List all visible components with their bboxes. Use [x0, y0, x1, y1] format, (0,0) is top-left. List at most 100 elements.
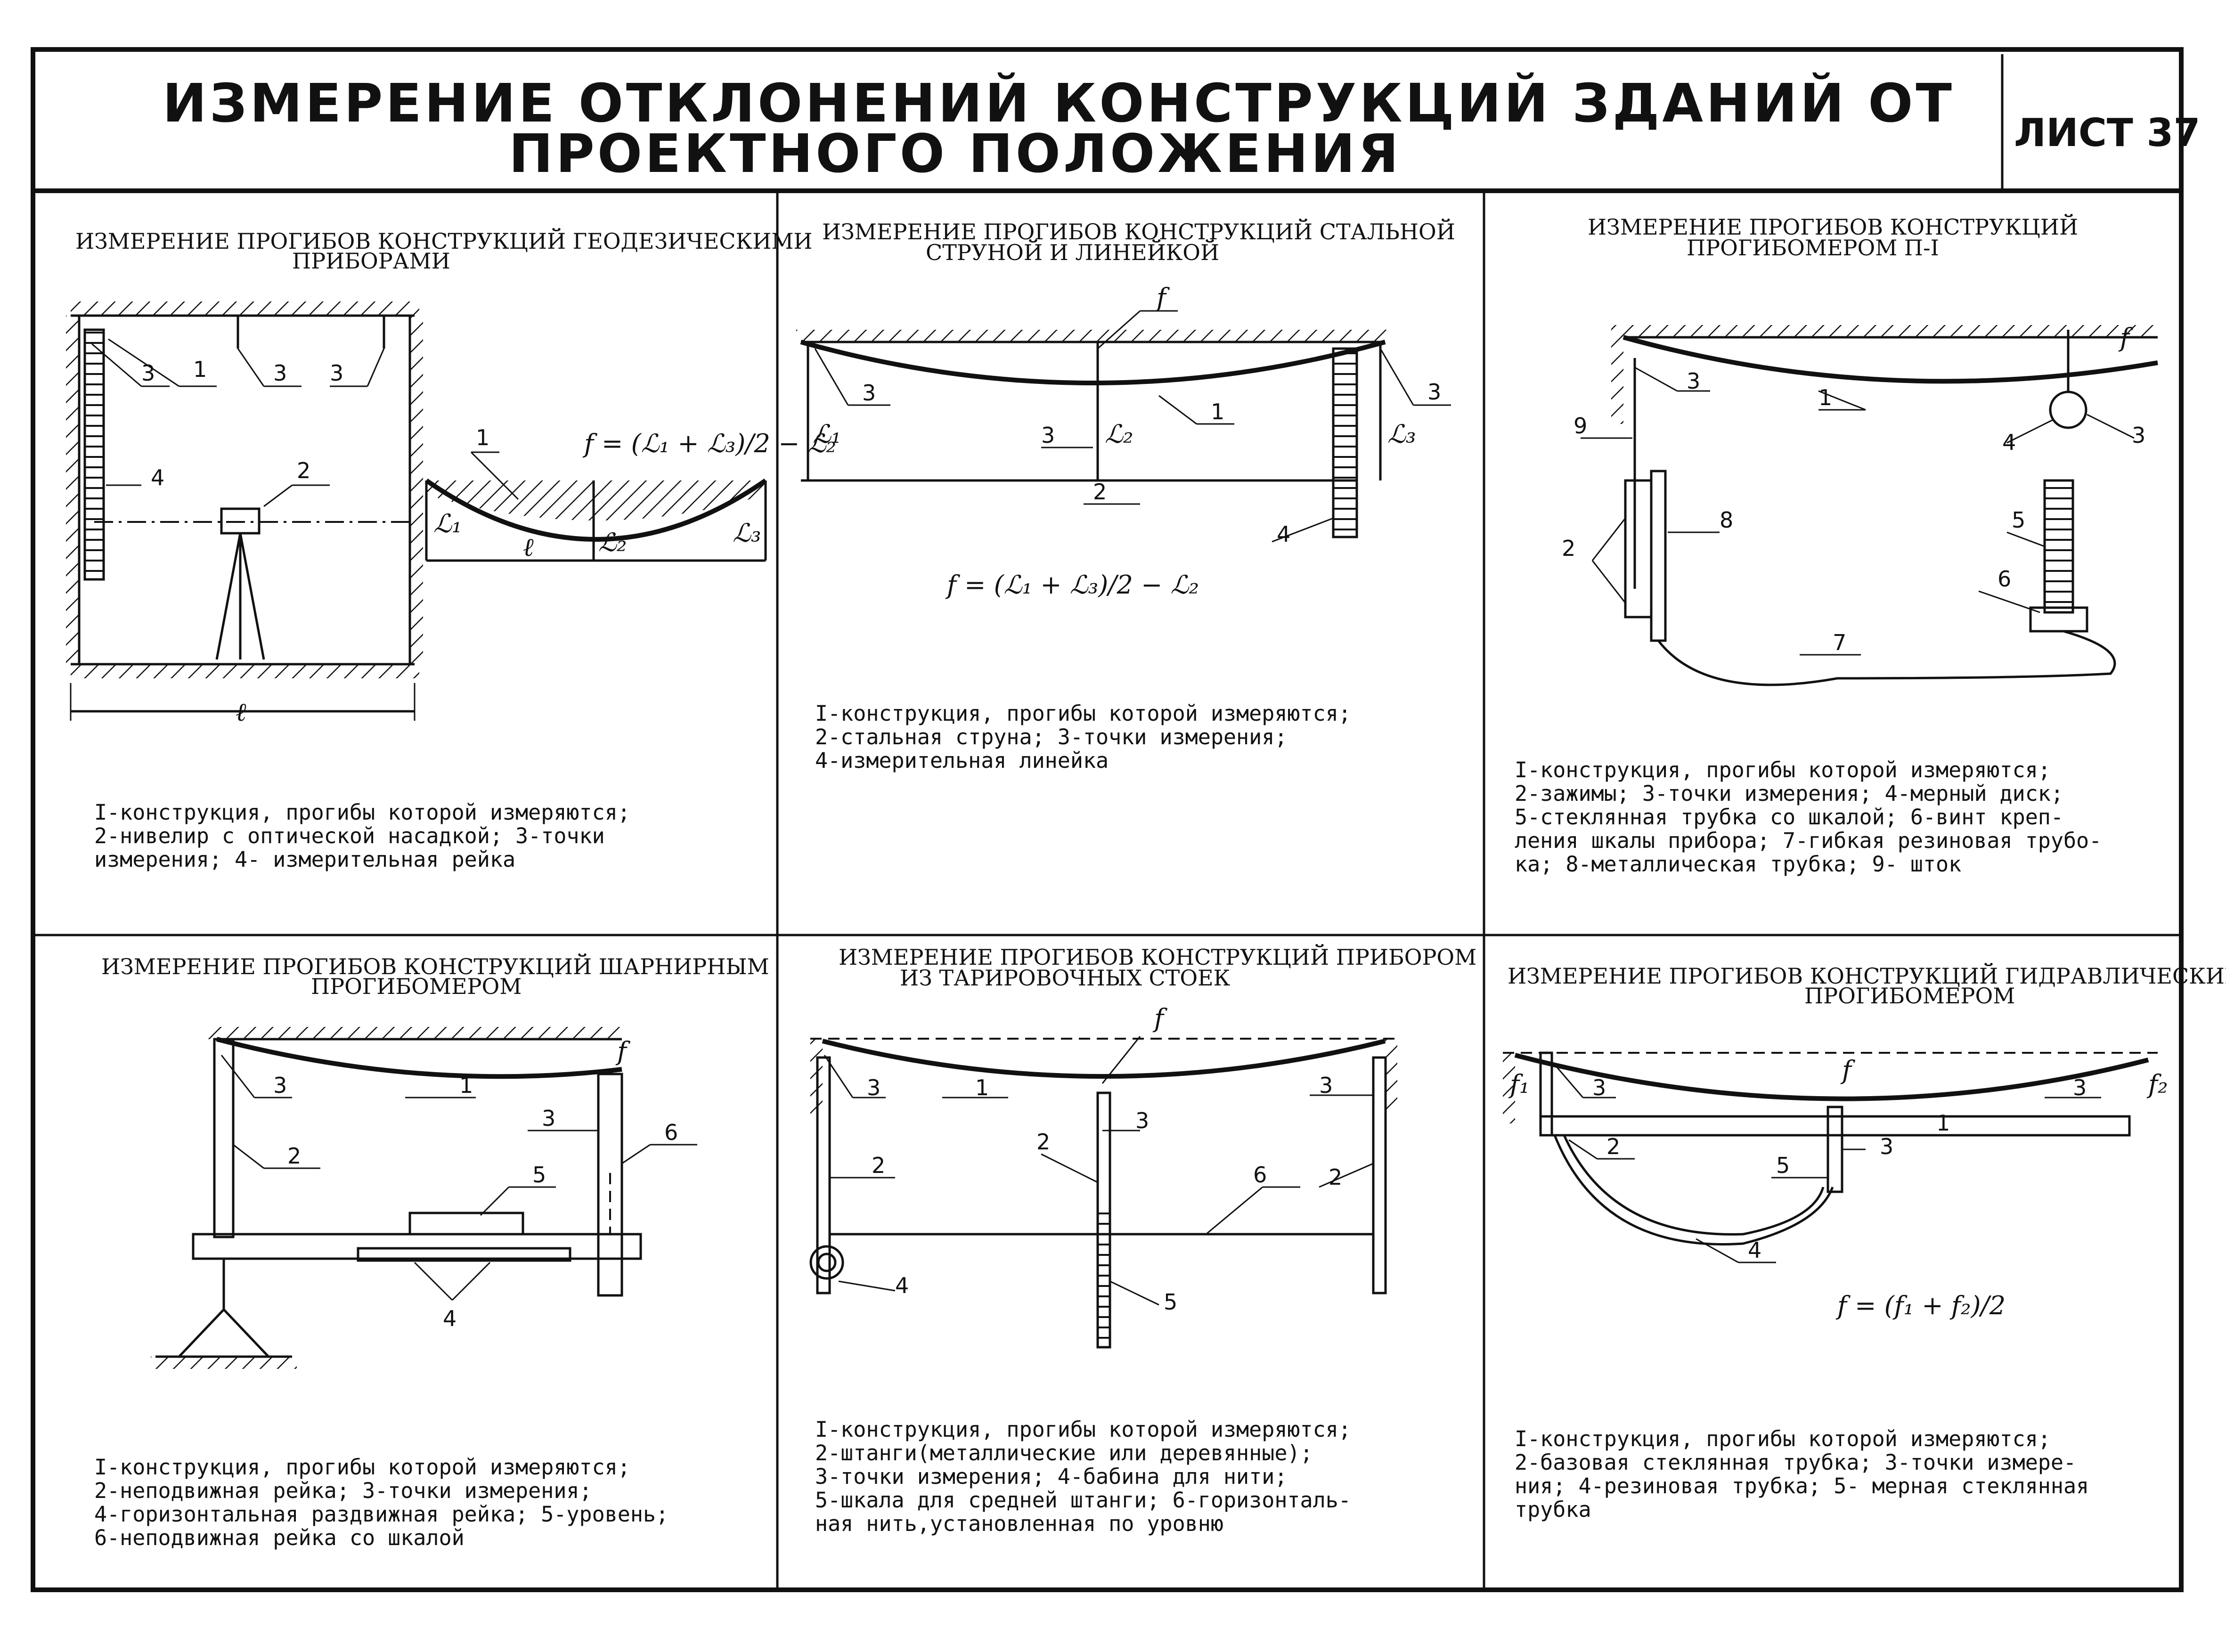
callout-5-b: 5 — [532, 1162, 546, 1188]
figure-leveling-instrument: ℓ 1 2 3 3 3 4 — [66, 301, 423, 727]
callout-7: 7 — [1833, 630, 1846, 655]
callout-3-o: 3 — [2073, 1075, 2087, 1100]
caption-panel4: I-конструкция, прогибы которой измеряютс… — [94, 1455, 669, 1550]
caption-5-line5: ная нить,установленная по уровню — [815, 1511, 1223, 1536]
caption-panel5: I-конструкция, прогибы которой измеряютс… — [815, 1417, 1351, 1536]
callout-1-e: 1 — [459, 1073, 473, 1098]
panel-steel-string: ИЗМЕРЕНИЕ ПРОГИБОВ КОНСТРУКЦИЙ СТАЛЬНОЙ … — [796, 218, 1455, 773]
callout-4-a: 4 — [151, 465, 164, 490]
caption-5-line1: I-конструкция, прогибы которой измеряютс… — [815, 1417, 1351, 1442]
caption-5-line4: 5-шкала для средней штанги; 6-горизонтал… — [815, 1488, 1351, 1513]
figure-hinged: f 3 1 3 2 5 6 4 — [151, 1027, 697, 1369]
panel-title-5b: ИЗ ТАРИРОВОЧНЫХ СТОЕК — [900, 965, 1231, 991]
caption-5-line2: 2-штанги(металлические или деревянные); — [815, 1440, 1313, 1465]
label-f-5: f — [1152, 1003, 1167, 1033]
callout-2-a: 2 — [297, 458, 310, 483]
dim-l2-b: ℒ₂ — [1105, 419, 1133, 449]
dim-l-room: ℓ — [236, 697, 246, 727]
caption-3-line1: I-конструкция, прогибы которой измеряютс… — [1515, 757, 2051, 782]
callout-6-a: 6 — [1998, 566, 2011, 592]
caption-6-line3: ния; 4-резиновая трубка; 5- мерная стекл… — [1515, 1473, 2089, 1498]
callout-5-d: 5 — [1776, 1153, 1790, 1178]
callout-3-a: 3 — [141, 360, 155, 386]
caption-4-line1: I-конструкция, прогибы которой измеряютс… — [94, 1455, 630, 1480]
callout-2-h: 2 — [1606, 1134, 1620, 1159]
caption-4-line4: 6-неподвижная рейка со шкалой — [94, 1525, 465, 1550]
caption-panel6: I-конструкция, прогибы которой измеряютс… — [1515, 1426, 2089, 1522]
panel-title-5a: ИЗМЕРЕНИЕ ПРОГИБОВ КОНСТРУКЦИЙ ПРИБОРОМ — [839, 944, 1476, 970]
formula-panel2: f = (ℒ₁ + ℒ₃)/2 − ℒ₂ — [945, 570, 1199, 600]
callout-5-a: 5 — [2012, 507, 2025, 533]
dim-l3-a: ℒ₃ — [733, 518, 761, 548]
callout-2-d: 2 — [287, 1143, 301, 1169]
dim-l-span: ℓ — [523, 532, 534, 562]
panel-calibrated-posts: ИЗМЕРЕНИЕ ПРОГИБОВ КОНСТРУКЦИЙ ПРИБОРОМ … — [809, 944, 1476, 1536]
panel-title-1a: ИЗМЕРЕНИЕ ПРОГИБОВ КОНСТРУКЦИЙ ГЕОДЕЗИЧЕ… — [75, 228, 813, 254]
caption-1-line1: I-конструкция, прогибы которой измеряютс… — [94, 800, 630, 825]
label-f-2: f — [1155, 283, 1170, 312]
caption-3-line2: 2-зажимы; 3-точки измерения; 4-мерный ди… — [1515, 781, 2063, 806]
dim-l2-a: ℒ₂ — [598, 528, 627, 557]
caption-4-line2: 2-неподвижная рейка; 3-точки измерения; — [94, 1478, 592, 1503]
caption-5-line3: 3-точки измерения; 4-бабина для нити; — [815, 1464, 1287, 1489]
callout-1-a: 1 — [193, 357, 207, 382]
callout-1-f: 1 — [975, 1075, 989, 1100]
callout-2-f: 2 — [1036, 1129, 1050, 1155]
callout-3-d: 3 — [862, 380, 876, 406]
sheet-frame — [31, 47, 2184, 1592]
caption-3-line5: ка; 8-металлическая трубка; 9- шток — [1515, 852, 1961, 877]
callout-8: 8 — [1720, 507, 1733, 533]
caption-2-line1: I-конструкция, прогибы которой измеряютс… — [815, 701, 1351, 726]
caption-4-line3: 4-горизонтальная раздвижная рейка; 5-уро… — [94, 1502, 669, 1527]
panel-title-3a: ИЗМЕРЕНИЕ ПРОГИБОВ КОНСТРУКЦИЙ — [1588, 213, 2078, 240]
caption-panel2: I-конструкция, прогибы которой измеряютс… — [815, 701, 1351, 773]
caption-6-line2: 2-базовая стеклянная трубка; 3-точки изм… — [1515, 1450, 2076, 1475]
callout-3-b: 3 — [273, 360, 287, 386]
callout-3-m: 3 — [1135, 1108, 1149, 1133]
caption-1-line3: измерения; 4- измерительная рейка — [94, 847, 515, 872]
callout-2-b: 2 — [1093, 479, 1107, 505]
callout-4-d: 4 — [443, 1306, 457, 1331]
callout-1-d: 1 — [1818, 385, 1832, 410]
caption-3-line3: 5-стеклянная трубка со шкалой; 6-винт кр… — [1515, 805, 2063, 830]
callout-2-c: 2 — [1562, 536, 1575, 561]
callout-3-f: 3 — [1427, 379, 1441, 405]
panel-title-6a: ИЗМЕРЕНИЕ ПРОГИБОВ КОНСТРУКЦИЙ ГИДРАВЛИЧ… — [1508, 962, 2226, 989]
callout-3-l: 3 — [1319, 1073, 1333, 1098]
dim-l1-a: ℒ₁ — [433, 509, 462, 538]
label-f-6: f — [1840, 1055, 1855, 1085]
page-title-line2: ПРОЕКТНОГО ПОЛОЖЕНИЯ — [509, 123, 1402, 185]
formula-panel1: f = (ℒ₁ + ℒ₃)/2 − ℒ₂ — [582, 429, 836, 458]
figure-deflection-scheme: ℒ₁ ℒ₂ ℒ₃ ℓ 1 f = (ℒ₁ + ℒ₃)/2 − ℒ₂ — [425, 425, 836, 562]
page-title-line1: ИЗМЕРЕНИЕ ОТКЛОНЕНИЙ КОНСТРУКЦИЙ ЗДАНИЙ … — [163, 72, 1955, 134]
figure-p1-device: f 3 1 9 4 3 2 8 5 6 7 — [1562, 323, 2158, 686]
dim-l1-b: ℒ₁ — [813, 419, 841, 449]
callout-2-g: 2 — [1329, 1164, 1342, 1190]
callout-3-i: 3 — [273, 1073, 287, 1098]
callout-6-c: 6 — [1253, 1162, 1267, 1188]
sheet-number: ЛИСТ 37 — [2014, 111, 2201, 155]
figure-string-ruler: f 3 1 3 3 2 4 ℒ₁ ℒ₂ ℒ₃ f = (ℒ₁ + ℒ₃)/2 −… — [796, 283, 1451, 600]
callout-3-p: 3 — [1880, 1134, 1893, 1159]
panel-title-4a: ИЗМЕРЕНИЕ ПРОГИБОВ КОНСТРУКЦИЙ ШАРНИРНЫМ — [101, 953, 769, 979]
caption-1-line2: 2-нивелир с оптической насадкой; 3-точки — [94, 823, 605, 848]
label-f2: f₂ — [2146, 1069, 2168, 1099]
panel-hydraulic-deflectometer: ИЗМЕРЕНИЕ ПРОГИБОВ КОНСТРУКЦИЙ ГИДРАВЛИЧ… — [1503, 962, 2226, 1522]
caption-panel3: I-конструкция, прогибы которой измеряютс… — [1515, 757, 2102, 877]
callout-9: 9 — [1574, 413, 1587, 439]
label-f1: f₁ — [1508, 1069, 1530, 1099]
callout-6-b: 6 — [664, 1120, 678, 1145]
panel-title-2b: СТРУНОЙ И ЛИНЕЙКОЙ — [926, 239, 1219, 265]
panel-title-6b: ПРОГИБОМЕРОМ — [1804, 983, 2015, 1009]
callout-4-b: 4 — [1277, 521, 1290, 547]
callout-2-e: 2 — [872, 1153, 885, 1178]
caption-6-line4: трубка — [1515, 1497, 1591, 1522]
header: ИЗМЕРЕНИЕ ОТКЛОНЕНИЙ КОНСТРУКЦИЙ ЗДАНИЙ … — [163, 72, 2201, 185]
figure-posts: f 3 1 3 2 3 2 6 2 4 5 — [809, 1003, 1397, 1349]
callout-3-j: 3 — [542, 1106, 555, 1131]
panel-title-1b: ПРИБОРАМИ — [292, 248, 450, 274]
caption-3-line4: ления шкалы прибора; 7-гибкая резиновая … — [1515, 828, 2102, 853]
callout-3-c: 3 — [330, 360, 343, 386]
panel-title-2a: ИЗМЕРЕНИЕ ПРОГИБОВ КОНСТРУКЦИЙ СТАЛЬНОЙ — [822, 218, 1455, 244]
panel-hinged-deflectometer: ИЗМЕРЕНИЕ ПРОГИБОВ КОНСТРУКЦИЙ ШАРНИРНЫМ… — [94, 953, 769, 1550]
